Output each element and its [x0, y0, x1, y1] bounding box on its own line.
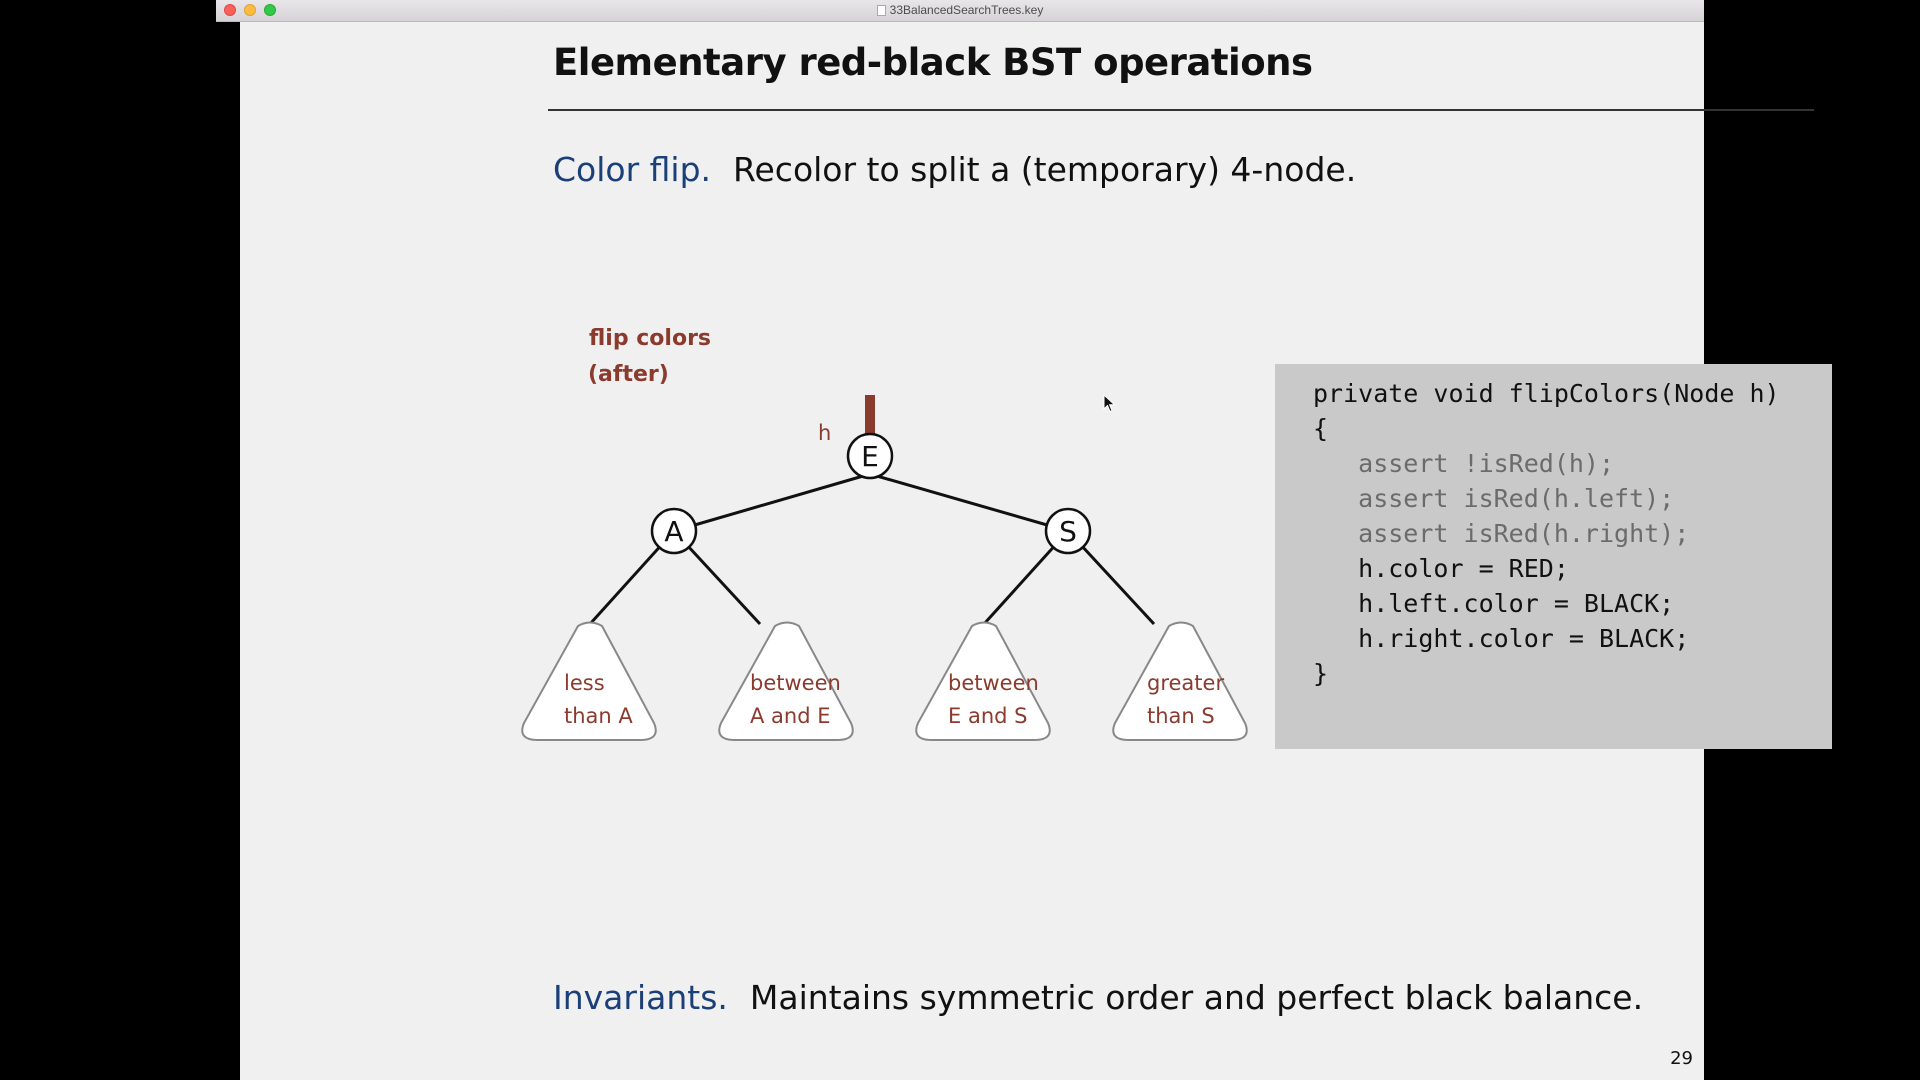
subtree-label-2b: A and E: [750, 704, 831, 728]
code-line-left-black: h.left.color = BLACK;: [1313, 589, 1675, 618]
invariants-statement: Invariants. Maintains symmetric order and…: [553, 978, 1643, 1017]
subtree-less-than-a: [521, 621, 657, 741]
code-line-color-red: h.color = RED;: [1313, 554, 1569, 583]
slide: Elementary red-black BST operations Colo…: [240, 22, 1832, 1080]
window-title: 33BalancedSearchTrees.key: [216, 3, 1704, 17]
code-line-right-black: h.right.color = BLACK;: [1313, 624, 1690, 653]
diagram-caption-line2: (after): [588, 362, 669, 387]
pointer-label-h: h: [818, 421, 831, 445]
presentation-window: 33BalancedSearchTrees.key Elementary red…: [216, 0, 1832, 1080]
edge-e-s: [869, 472, 1069, 533]
node-a-circle: [650, 507, 698, 555]
node-e-label: E: [861, 440, 879, 473]
title-divider: [548, 109, 1814, 111]
subtree-label-2a: between: [750, 671, 841, 695]
diagram-caption-line1: flip colors: [589, 326, 711, 351]
subtree-between-a-e: [718, 621, 854, 741]
node-s-label: S: [1059, 515, 1077, 548]
subtree-between-e-s: [915, 621, 1051, 741]
color-flip-term: Color flip.: [553, 150, 712, 189]
code-line-assert-1: assert !isRed(h);: [1313, 449, 1615, 478]
subtree-label-3a: between: [948, 671, 1039, 695]
node-s-circle: [1044, 507, 1092, 555]
code-line-signature: private void flipColors(Node h): [1313, 379, 1780, 408]
subtree-label-1a: less: [564, 671, 605, 695]
node-e-circle: [846, 432, 894, 480]
invariants-text: Maintains symmetric order and perfect bl…: [749, 978, 1644, 1017]
subtree-greater-than-s: [1112, 621, 1248, 741]
code-line-open-brace: {: [1313, 414, 1329, 443]
subtree-label-4b: than S: [1147, 704, 1215, 728]
node-a-label: A: [664, 515, 683, 548]
code-line-close-brace: }: [1313, 659, 1329, 688]
window-title-text: 33BalancedSearchTrees.key: [889, 3, 1044, 17]
red-link-to-parent: [865, 395, 875, 456]
close-button[interactable]: [224, 4, 236, 16]
red-black-tree-diagram: flip colors (after) h E A S: [521, 326, 1248, 741]
code-block: private void flipColors(Node h) { assert…: [1275, 364, 1832, 749]
document-icon: [876, 5, 886, 16]
color-flip-statement: Color flip. Recolor to split a (temporary…: [553, 150, 1356, 189]
mouse-cursor-icon: [1103, 394, 1116, 413]
color-flip-text: Recolor to split a (temporary) 4-node.: [733, 150, 1357, 189]
edge-e-a: [673, 472, 871, 533]
invariants-term: Invariants.: [553, 978, 728, 1017]
minimize-button[interactable]: [244, 4, 256, 16]
subtree-label-1b: than A: [564, 704, 633, 728]
title-bar[interactable]: 33BalancedSearchTrees.key: [216, 0, 1704, 22]
subtree-label-3b: E and S: [948, 704, 1027, 728]
code-line-assert-3: assert isRed(h.right);: [1313, 519, 1690, 548]
code-line-assert-2: assert isRed(h.left);: [1313, 484, 1675, 513]
subtree-label-4a: greater: [1147, 671, 1224, 695]
slide-title: Elementary red-black BST operations: [553, 41, 1313, 84]
page-number: 29: [1670, 1048, 1693, 1069]
maximize-button[interactable]: [264, 4, 276, 16]
